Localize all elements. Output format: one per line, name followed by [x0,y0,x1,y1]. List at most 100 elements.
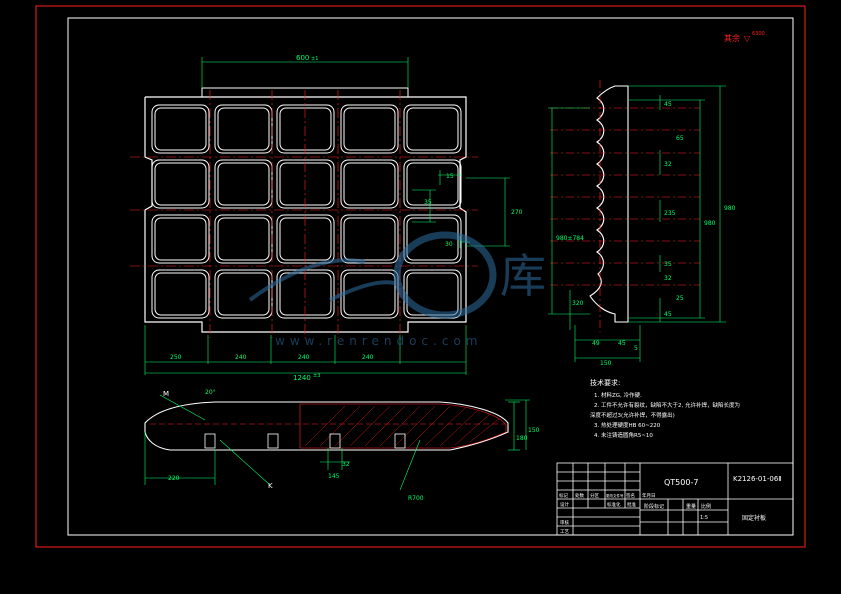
side-bottom-3: 5 [634,345,638,352]
pocket-inner [343,217,396,261]
section-view: M 20° K 220 32 145 180 150 R700 [144,389,540,502]
watermark-url: www.renrendoc.com [275,334,482,348]
side-inner-1: 980±784 [556,235,584,242]
title-process: 工艺 [560,529,569,535]
pocket-outer [151,104,210,154]
title-row-label-1: 标记 [559,492,568,499]
notes-item-2: 2. 工件不允许有裂纹，缺陷不大于2, 允许补焊，缺陷长度为 [594,401,740,409]
dim-seg-2: 240 [235,354,247,361]
pocket-outer [340,214,399,264]
pocket-outer [214,214,273,264]
section-k-label: K [268,482,273,490]
pocket-inner [279,272,332,316]
dim-overall: 1240 [293,374,311,382]
side-inner-2: 320 [572,300,584,307]
side-dim-7: 65 [676,135,684,142]
notes-item-5: 4. 未注铸造圆角R5~10 [594,431,653,439]
pocket-outer [151,269,210,319]
side-dim-3: 235 [664,210,676,217]
pocket-inner [406,107,459,151]
pocket-inner [154,107,207,151]
dim-top-width: 600 [296,54,309,62]
pocket-outer [340,104,399,154]
pocket-outer [276,214,335,264]
inner-frame [67,17,794,536]
roughness-symbol-icon: ▽ [744,34,751,43]
dim-slot: 30 [445,241,453,248]
title-qty: 1:5 [700,515,708,521]
notes-item-1: 1. 材料ZG, 冷作硬. [594,391,642,399]
title-stage-label: 阶段标记 [644,503,664,510]
title-row-label-6: 年月日 [642,492,656,499]
pocket-inner [279,107,332,151]
title-material: QT500-7 [664,478,698,487]
title-block [556,462,794,536]
dim-hole-height: 35 [424,199,432,206]
pocket-inner [154,162,207,206]
roughness-text: 其余 [724,33,740,43]
section-m-label: M [163,390,169,398]
side-view: 45 32 235 35 32 45 65 25 980 980 980±784… [548,80,736,367]
pocket-outer [276,159,335,209]
watermark-logo-icon [393,231,497,319]
pocket-inner [217,272,270,316]
side-total-1: 980 [704,220,716,227]
pocket-inner [154,217,207,261]
outer-frame [35,5,806,548]
pocket-inner [343,107,396,151]
side-dim-8: 25 [676,295,684,302]
title-row-label-5: 签名 [626,492,635,499]
section-angle: 20° [205,389,216,396]
title-part-name: 固定衬板 [742,514,766,522]
title-audit: 审核 [560,519,569,526]
pocket-inner [343,162,396,206]
dim-hole-width: 15 [446,173,454,180]
pocket-outer [151,214,210,264]
section-left-dim: 220 [168,475,180,482]
pocket-outer [340,159,399,209]
pocket-outer [403,104,462,154]
dim-pitch: 270 [511,209,523,216]
side-bottom-1: 49 [592,340,600,347]
title-approve: 批准 [627,501,636,508]
side-total-2: 980 [724,205,736,212]
title-scale-label: 比例 [701,503,711,510]
notes-item-3: 深度不超过3(允许补焊，不得露出) [590,411,675,419]
notes-item-4: 3. 热处理硬度HB 60~220 [594,421,661,429]
pocket-inner [217,162,270,206]
title-drawing-number: K2126-01-06Ⅱ [733,475,782,483]
pocket-outer [151,159,210,209]
pocket-inner [406,162,459,206]
side-dim-1: 45 [664,101,672,108]
dim-seg-4: 240 [362,354,374,361]
dim-overall-tol: ±3 [313,373,320,379]
side-dim-5: 32 [664,275,672,282]
side-dim-2: 32 [664,161,672,168]
dim-seg-1: 250 [170,354,182,361]
pocket-inner [279,217,332,261]
roughness-value: 6300 [752,31,765,37]
pocket-inner [343,272,396,316]
title-weight-label: 重量 [686,503,696,510]
dim-seg-3: 240 [298,354,310,361]
section-mid-dim2: 145 [328,473,340,480]
pocket-outer [340,269,399,319]
watermark: 库 www.renrendoc.com [248,231,546,348]
side-bottom-4: 150 [600,360,612,367]
pocket-inner [154,272,207,316]
watermark-brand: 库 [500,249,546,303]
pocket-inner [217,107,270,151]
notes-title: 技术要求: [590,378,620,387]
side-bottom-2: 45 [618,340,626,347]
pocket-outer [214,104,273,154]
front-view: 600 ±1 250 240 240 240 1240 ±3 15 35 270… [130,54,523,382]
section-height-2: 150 [528,427,540,434]
title-row-label-4: 更改文件号 [606,493,624,498]
side-dim-6: 45 [664,311,672,318]
pocket-outer [403,159,462,209]
title-standard: 标准化 [607,501,621,508]
pocket-inner [279,162,332,206]
title-row-label-2: 处数 [575,492,584,499]
title-row-label-3: 分区 [590,492,599,499]
